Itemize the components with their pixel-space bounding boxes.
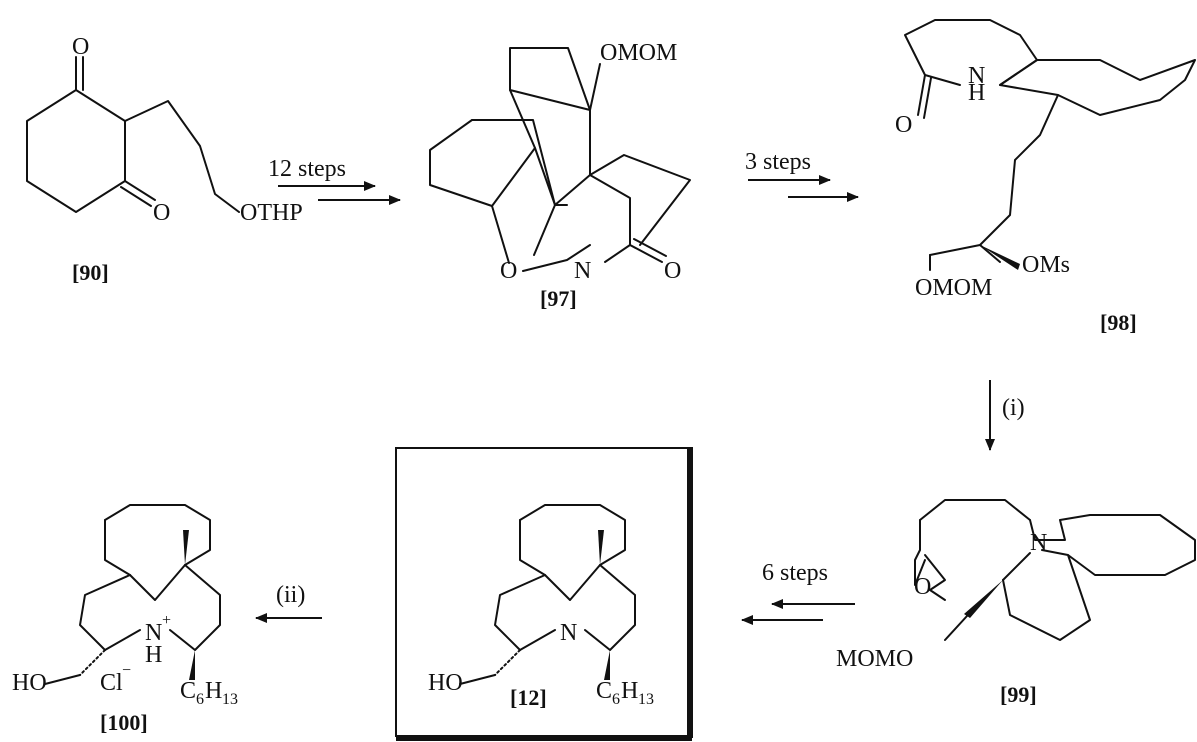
compound-100: N + H HO Cl − C 6 H 13 [100] [12, 504, 238, 735]
c98-omom: OMOM [915, 275, 992, 301]
svg-text:6: 6 [196, 691, 204, 708]
c100-hydrogen: H [145, 642, 162, 668]
step-4-label: 6 steps [762, 560, 828, 586]
compound-97: OMOM O N O [97] [429, 40, 691, 311]
svg-text:13: 13 [222, 691, 238, 708]
c90-othp: OTHP [240, 200, 303, 226]
step-arrow-3: (i) [985, 380, 1025, 451]
step-3-label: (i) [1002, 395, 1025, 421]
c99-nitrogen: N [1030, 530, 1047, 556]
c100-chloride: Cl − [100, 662, 131, 696]
c100-nitrogen: N [145, 620, 162, 646]
c100-hydroxyl: HO [12, 670, 47, 696]
c97-omom: OMOM [600, 40, 677, 66]
c12-hexyl: C 6 H 13 [596, 678, 654, 708]
c12-label: [12] [510, 685, 547, 710]
c12-hydroxyl: HO [428, 670, 463, 696]
step-arrow-5: (ii) [255, 582, 322, 623]
compound-98: N H O OMs OMOM [98] [895, 19, 1196, 335]
step-5-label: (ii) [276, 582, 305, 608]
c99-label: [99] [1000, 682, 1037, 707]
c100-hexyl: C 6 H 13 [180, 678, 238, 708]
svg-text:13: 13 [638, 691, 654, 708]
c97-nitrogen: N [574, 258, 591, 284]
c98-oms: OMs [1022, 252, 1070, 278]
c97-oxygen-ring: O [500, 258, 517, 284]
step-1-label: 12 steps [268, 156, 346, 182]
c90-oxygen-top: O [72, 34, 89, 60]
svg-text:6: 6 [612, 691, 620, 708]
c98-label: [98] [1100, 310, 1137, 335]
c98-hydrogen: H [968, 80, 985, 106]
c98-oxygen-carbonyl: O [895, 112, 912, 138]
c98-nitrogen: N [968, 63, 985, 89]
svg-text:H: H [621, 678, 638, 704]
compound-99: N O MOMO [99] [836, 499, 1196, 707]
svg-text:Cl: Cl [100, 670, 123, 696]
c100-nitrogen-charge: + [162, 612, 171, 629]
step-arrow-2: 3 steps [745, 149, 859, 202]
svg-text:C: C [596, 678, 612, 704]
c99-momo: MOMO [836, 646, 913, 672]
c100-label: [100] [100, 710, 148, 735]
compound-12-box [395, 447, 693, 741]
c97-label: [97] [540, 286, 577, 311]
compound-12: N HO C 6 H 13 [12] [428, 504, 654, 710]
c90-oxygen-bottom: O [153, 200, 170, 226]
step-2-label: 3 steps [745, 149, 811, 175]
svg-text:C: C [180, 678, 196, 704]
step-arrow-1: 12 steps [268, 156, 401, 205]
c12-nitrogen: N [560, 620, 577, 646]
c90-label: [90] [72, 260, 109, 285]
c97-oxygen-carbonyl: O [664, 258, 681, 284]
svg-text:H: H [205, 678, 222, 704]
c100-chloride-charge: − [122, 662, 131, 679]
step-arrow-4: 6 steps [741, 560, 855, 625]
compound-90: O O OTHP [90] [26, 34, 303, 285]
c99-oxygen-carbonyl: O [914, 574, 931, 600]
